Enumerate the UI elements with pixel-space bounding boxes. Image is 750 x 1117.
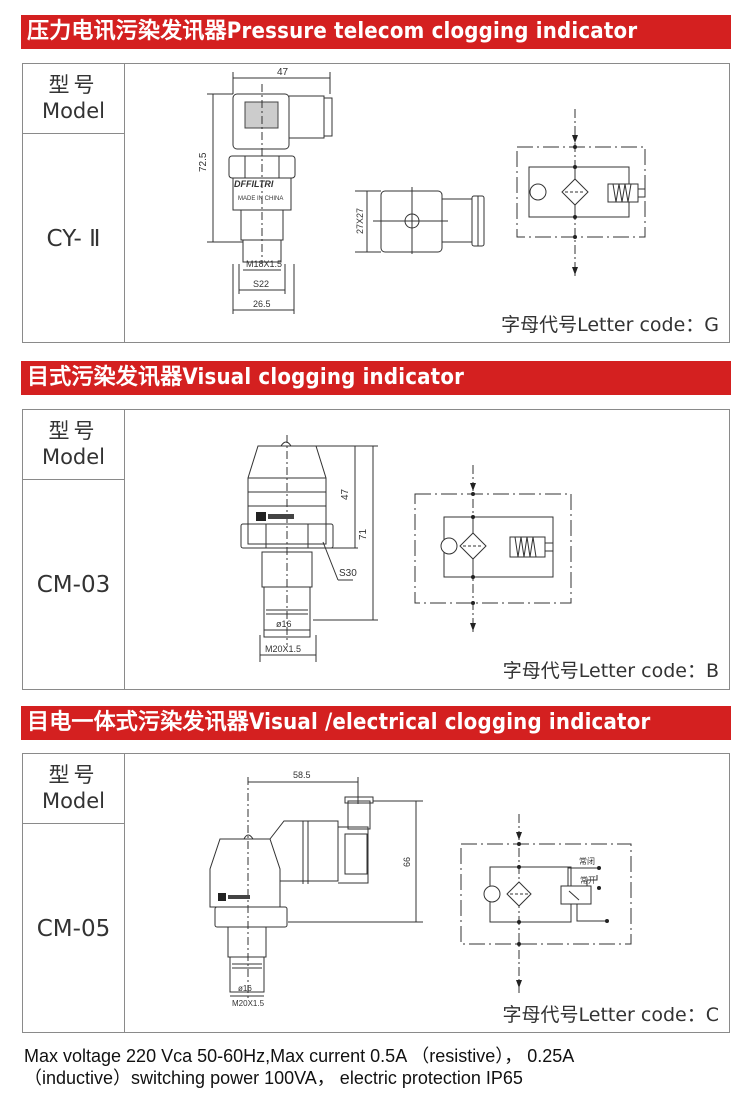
dim-hex: S30 (339, 568, 357, 579)
letter-code-b: 字母代号Letter code：B (502, 660, 719, 682)
specs-line-2: （inductive）switching power 100VA， electr… (24, 1068, 523, 1088)
model-column: 型号 Model CY- Ⅱ (23, 64, 125, 342)
dim-thread: M20X1.5 (232, 999, 265, 1008)
model-header: 型号 Model (23, 410, 124, 480)
model-panel-cm-05: 型号 Model CM-05 58.5 (22, 753, 730, 1033)
dim-connector: 27X27 (355, 208, 365, 234)
hydraulic-symbol-b (414, 465, 572, 635)
dim-width: 58.5 (293, 770, 311, 780)
hydraulic-symbol-c: 常闭 常开 (460, 814, 632, 994)
model-label-cn: 型号 (48, 419, 99, 443)
normally-closed-label: 常闭 (579, 857, 595, 866)
brand-marking: DFFILTRI (234, 179, 274, 189)
electrical-specs: Max voltage 220 Vca 50-60Hz,Max current … (24, 1045, 744, 1089)
dim-upper: 47 (340, 488, 351, 500)
section-banner-pressure-telecom: 压力电讯污染发讯器Pressure telecom clogging indic… (21, 15, 731, 49)
product-drawing-cy-ii: 47 72.5 DFFILTRI MADE IN CHINA M18X1.5 S… (198, 67, 333, 314)
dim-thread: M20X1.5 (265, 644, 301, 654)
letter-code-c: 字母代号Letter code：C (502, 1004, 719, 1026)
model-label-en: Model (41, 445, 106, 469)
dim-thread: M18X1.5 (246, 259, 282, 269)
connector-side-view: 27X27 (355, 187, 485, 254)
model-header: 型号 Model (23, 754, 124, 824)
normally-open-label: 常开 (580, 876, 596, 885)
dim-width-47: 47 (277, 67, 289, 78)
model-label-cn: 型号 (48, 73, 99, 97)
section-banner-visual: 目式污染发讯器Visual clogging indicator (21, 361, 731, 395)
model-panel-cm-03: 型号 Model CM-03 47 71 (22, 409, 730, 690)
dim-diameter: ø16 (276, 619, 292, 629)
dim-total: 71 (358, 528, 369, 540)
model-name: CM-03 (36, 572, 111, 598)
model-column: 型号 Model CM-05 (23, 754, 125, 1032)
dim-height: 66 (402, 857, 412, 867)
dim-diameter: ø16 (238, 984, 252, 993)
product-drawing-cm-03: 47 71 S30 ø16 M20X1.5 (240, 435, 378, 662)
hydraulic-symbol-g (516, 109, 646, 279)
dim-hex: S22 (253, 279, 269, 289)
product-drawing-cm-05: 58.5 66 ø16 M20X1.5 (209, 770, 423, 1008)
model-label-en: Model (41, 789, 106, 813)
model-name: CY- Ⅱ (46, 226, 101, 252)
model-label-en: Model (41, 99, 106, 123)
model-panel-cy-ii: 型号 Model CY- Ⅱ (22, 63, 730, 343)
model-label-cn: 型号 (48, 763, 99, 787)
dim-base: 26.5 (253, 299, 271, 309)
dim-height-72-5: 72.5 (198, 152, 209, 172)
specs-line-1: Max voltage 220 Vca 50-60Hz,Max current … (24, 1046, 575, 1066)
section-banner-visual-electrical: 目电一体式污染发讯器Visual /electrical clogging in… (21, 706, 731, 740)
letter-code-g: 字母代号Letter code：G (501, 314, 719, 336)
model-name: CM-05 (36, 916, 111, 942)
origin-marking: MADE IN CHINA (238, 196, 283, 202)
model-header: 型号 Model (23, 64, 124, 134)
model-column: 型号 Model CM-03 (23, 410, 125, 689)
